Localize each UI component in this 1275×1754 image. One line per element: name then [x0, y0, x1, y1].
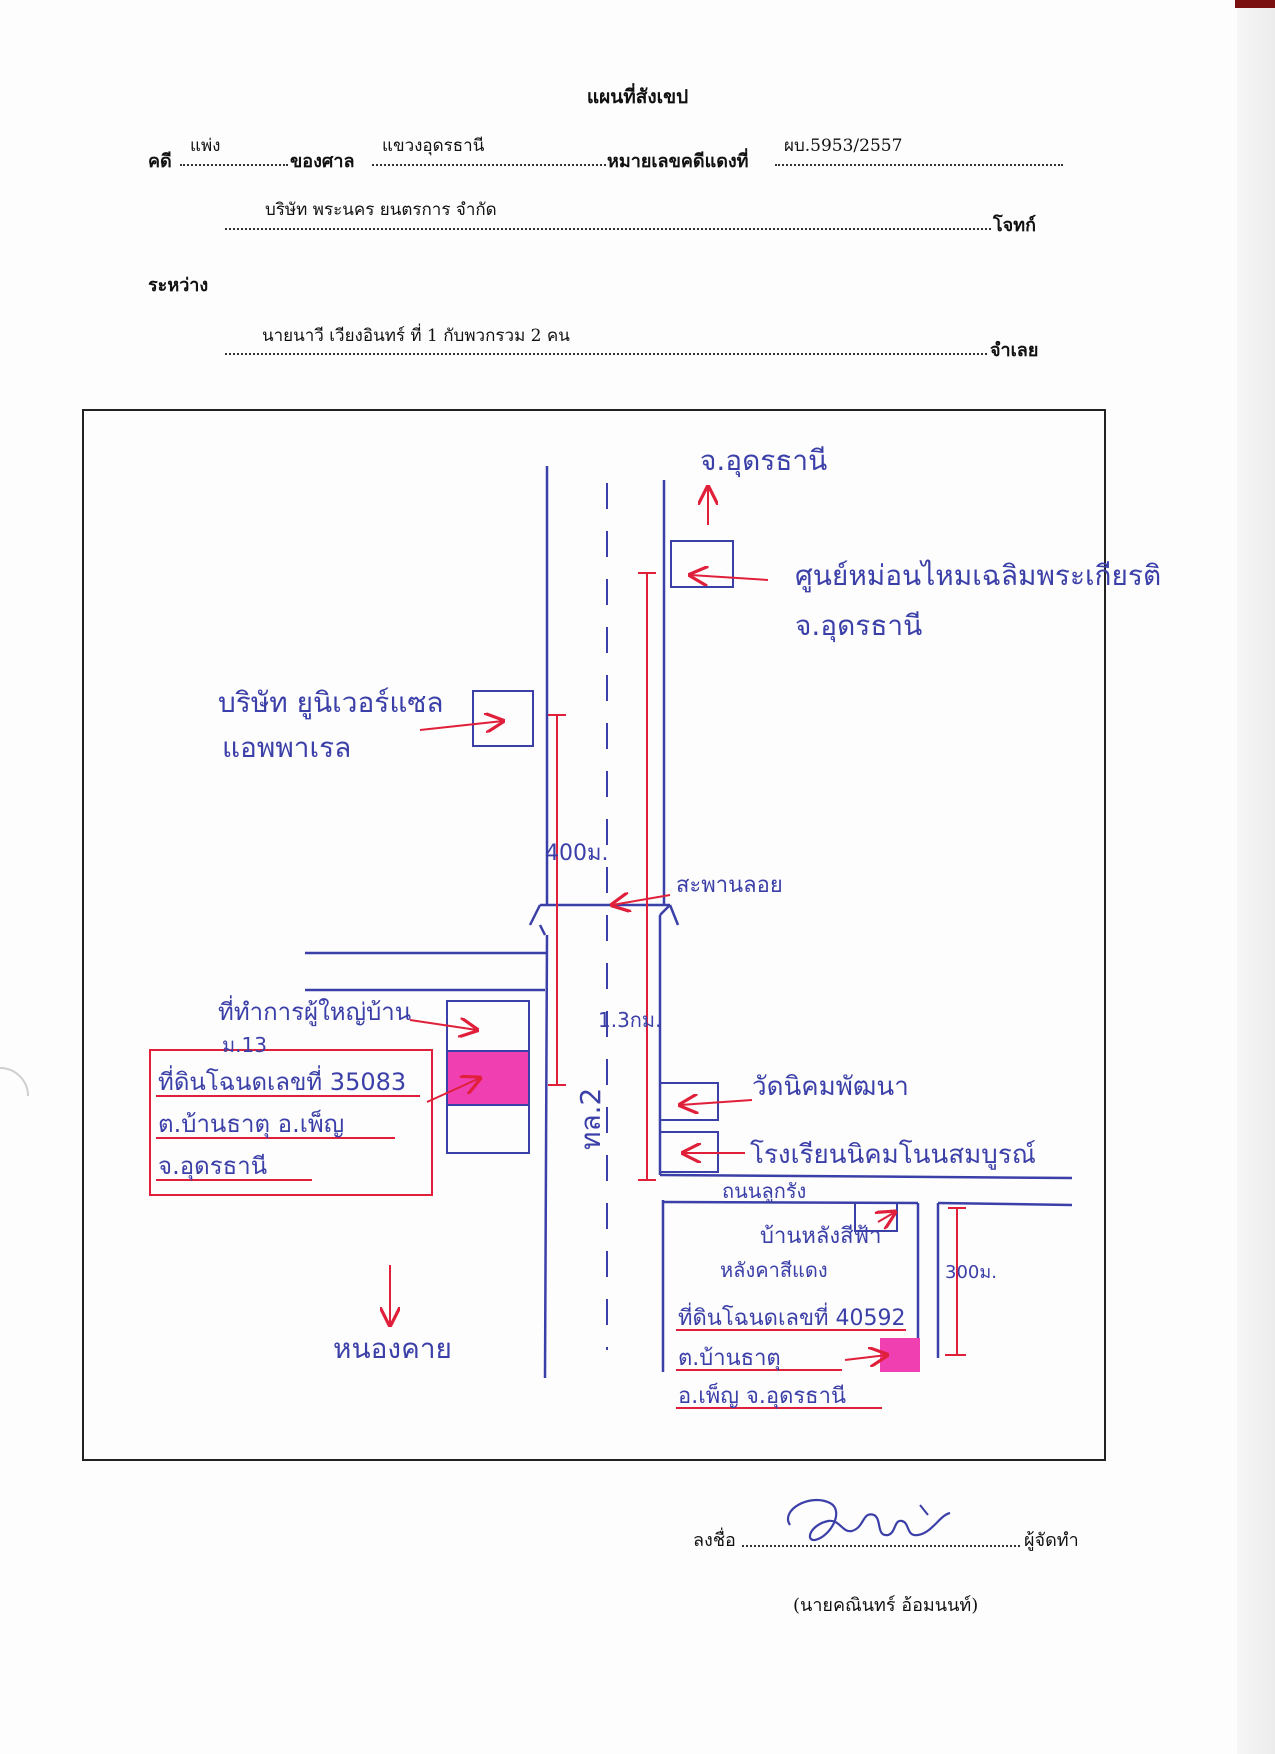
case-value: แพ่ง — [190, 136, 221, 156]
defendant-value: นายนาวี เวียงอินทร์ ที่ 1 กับพวกรวม 2 คน — [262, 326, 570, 346]
label-road: ถนนลูกรัง — [722, 1179, 806, 1204]
case-dots — [180, 164, 288, 166]
label-company-2: แอพพาเรล — [222, 731, 351, 764]
defendant-label: จำเลย — [990, 340, 1039, 361]
label-land2-l3: อ.เพ็ญ จ.อุดรธานี — [678, 1381, 846, 1409]
sign-label: ลงชื่อ — [693, 1530, 736, 1551]
label-house-1: บ้านหลังสีฟ้า — [760, 1224, 881, 1249]
land-plot-1 — [446, 1050, 530, 1106]
label-land2-l2: ต.บ้านธาตุ — [678, 1346, 781, 1371]
defendant-dots — [225, 353, 987, 355]
label-house-2: หลังคาสีแดง — [720, 1258, 828, 1282]
label-office-1: ที่ทำการผู้ใหญ่บ้าน — [218, 995, 411, 1027]
map-labels: จ.อุดรธานี ศูนย์หม่อนไหมเฉลิมพระเกียรติ … — [158, 444, 1161, 1409]
label-bridge: สะพานลอย — [676, 873, 783, 898]
label-school: โรงเรียนนิคมโนนสมบูรณ์ — [750, 1139, 1036, 1170]
signature-icon — [786, 1498, 951, 1542]
maker-label: ผู้จัดทำ — [1024, 1530, 1079, 1551]
label-to-south: หนองคาย — [333, 1332, 452, 1365]
label-center-2: จ.อุดรธานี — [795, 609, 922, 643]
buildings — [446, 540, 898, 1232]
red-no-dots — [775, 164, 1063, 166]
document-title: แผนที่สังเขป — [586, 86, 689, 108]
label-dist-13km: 1.3กม. — [598, 1008, 661, 1032]
label-land1-l2: ต.บ้านธาตุ อ.เพ็ญ — [158, 1109, 344, 1139]
plaintiff-dots — [225, 228, 991, 230]
red-no-value: ผบ.5953/2557 — [784, 136, 903, 156]
label-dist-300: 300ม. — [945, 1262, 997, 1283]
binder-hole-marks — [0, 1067, 29, 1097]
case-label: คดี — [148, 151, 172, 172]
plaintiff-value: บริษัท พระนคร ยนตรการ จำกัด — [265, 200, 497, 220]
red-no-label: หมายเลขคดีแดงที่ — [607, 151, 749, 172]
measure-lines — [548, 572, 966, 1356]
label-land1-l1: ที่ดินโฉนดเลขที่ 35083 — [158, 1065, 406, 1096]
underlines — [156, 1095, 906, 1409]
maker-name: (นายคณินทร์ อ้อมนนท์) — [793, 1595, 979, 1616]
label-to-north: จ.อุดรธานี — [700, 444, 827, 478]
court-value: แขวงอุดรธานี — [382, 136, 485, 156]
court-label: ของศาล — [290, 151, 355, 172]
label-company-1: บริษัท ยูนิเวอร์แซล — [218, 686, 444, 720]
label-temple: วัดนิคมพัฒนา — [752, 1072, 909, 1102]
plaintiff-label: โจทก์ — [993, 215, 1036, 236]
corner-mark — [1235, 0, 1275, 8]
map-frame — [82, 409, 1106, 1461]
label-office-2: ม.13 — [222, 1033, 267, 1057]
label-land1-l3: จ.อุดรธานี — [158, 1152, 267, 1181]
between-label: ระหว่าง — [148, 275, 209, 296]
page-edge-shadow — [1237, 0, 1275, 1754]
label-center-1: ศูนย์หม่อนไหมเฉลิมพระเกียรติ — [795, 559, 1161, 593]
court-dots — [372, 164, 606, 166]
label-land2-l1: ที่ดินโฉนดเลขที่ 40592 — [678, 1302, 905, 1331]
land-1-callout-box — [149, 1049, 433, 1196]
label-highway: ทล.2 — [574, 1088, 607, 1150]
pointer-arrows — [390, 487, 895, 1360]
label-dist-400: 400ม. — [545, 841, 609, 866]
sign-dots — [742, 1545, 1020, 1547]
